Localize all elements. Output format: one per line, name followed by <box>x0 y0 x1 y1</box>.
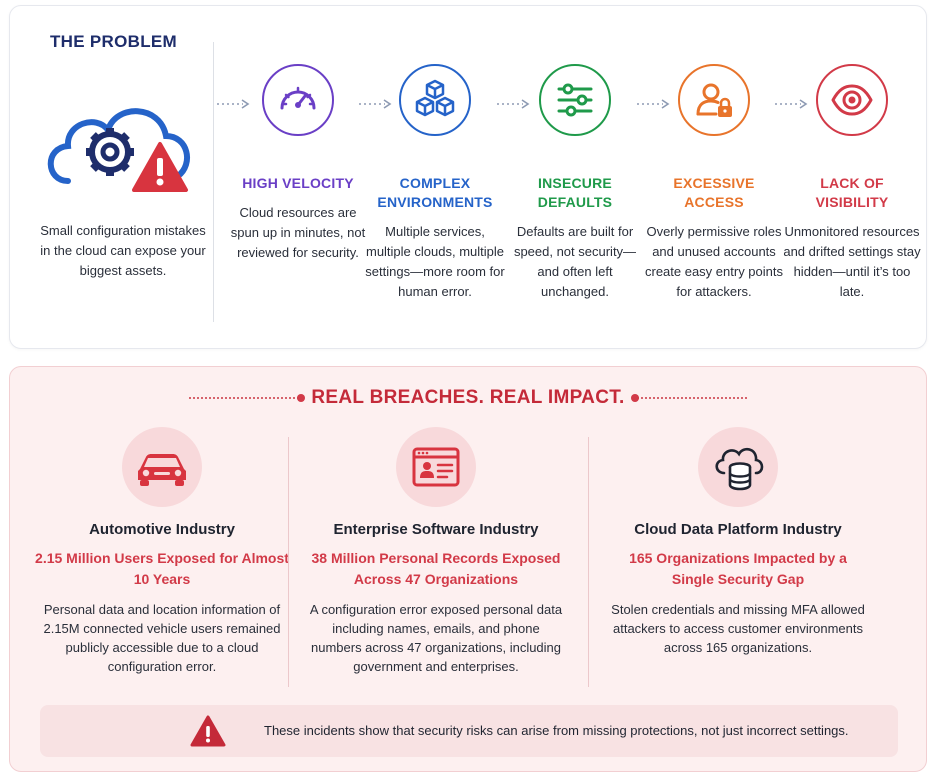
vertical-divider <box>213 42 214 322</box>
step-high-velocity: HIGH VELOCITY Cloud resources are spun u… <box>228 64 368 263</box>
problem-description: Small configuration mistakes in the clou… <box>40 223 206 278</box>
step-description: Defaults are built for speed, not securi… <box>513 224 637 299</box>
arrow-icon <box>359 99 392 109</box>
industry-name: Enterprise Software Industry <box>333 521 539 538</box>
problem-title: THE PROBLEM <box>50 32 178 51</box>
impact-stat: 165 Organizations Impacted by a Single S… <box>629 550 847 587</box>
step-title: COMPLEX ENVIRONMENTS <box>377 175 493 210</box>
step-title: INSECURE DEFAULTS <box>537 175 613 210</box>
step-title: EXCESSIVE ACCESS <box>673 175 755 210</box>
eye-icon <box>816 64 888 136</box>
breaches-heading: REAL BREACHES. REAL IMPACT. <box>10 387 926 409</box>
step-description: Cloud resources are spun up in minutes, … <box>230 205 366 260</box>
breach-description: Stolen credentials and missing MFA allow… <box>611 602 865 655</box>
breach-card-enterprise-software: Enterprise Software Industry 38 Million … <box>306 427 566 676</box>
step-description: Multiple services, multiple clouds, mult… <box>365 224 505 299</box>
breaches-title: REAL BREACHES. REAL IMPACT. <box>311 387 625 408</box>
step-complex-environments: COMPLEX ENVIRONMENTS Multiple services, … <box>365 64 505 302</box>
arrow-icon <box>775 99 808 109</box>
industry-name: Cloud Data Platform Industry <box>634 521 842 538</box>
profile-card-icon <box>396 427 476 507</box>
column-divider <box>588 437 589 687</box>
step-title: HIGH VELOCITY <box>242 175 354 191</box>
cloud-database-icon <box>698 427 778 507</box>
breaches-panel: REAL BREACHES. REAL IMPACT. Automotive I… <box>9 366 927 772</box>
arrow-icon <box>637 99 670 109</box>
warning-note: These incidents show that security risks… <box>40 705 898 757</box>
step-excessive-access: EXCESSIVE ACCESS Overly permissive roles… <box>644 64 784 302</box>
arrow-icon <box>217 99 250 109</box>
industry-name: Automotive Industry <box>89 521 235 538</box>
step-title: LACK OF VISIBILITY <box>815 175 889 210</box>
dotted-line-right <box>630 394 747 402</box>
breach-card-automotive: Automotive Industry 2.15 Million Users E… <box>32 427 292 676</box>
breach-description: A configuration error exposed personal d… <box>309 602 563 674</box>
step-description: Unmonitored resources and drifted settin… <box>783 224 921 299</box>
sliders-icon <box>539 64 611 136</box>
cubes-icon <box>399 64 471 136</box>
breach-description: Personal data and location information o… <box>43 602 281 674</box>
arrow-icon <box>497 99 530 109</box>
speedometer-icon <box>262 64 334 136</box>
user-lock-icon <box>678 64 750 136</box>
step-lack-of-visibility: LACK OF VISIBILITY Unmonitored resources… <box>782 64 922 302</box>
column-divider <box>288 437 289 687</box>
warning-icon <box>190 715 226 747</box>
impact-stat: 38 Million Personal Records Exposed Acro… <box>311 550 561 587</box>
cloud-gear-warning-icon <box>47 108 190 192</box>
breach-card-cloud-data-platform: Cloud Data Platform Industry 165 Organiz… <box>608 427 868 657</box>
dotted-line-left <box>189 394 306 402</box>
note-text: These incidents show that security risks… <box>264 723 849 738</box>
car-icon <box>122 427 202 507</box>
problem-panel: THE PROBLEM Small configuration mistakes… <box>9 5 927 349</box>
step-description: Overly permissive roles and unused accou… <box>644 224 784 299</box>
step-insecure-defaults: INSECURE DEFAULTS Defaults are built for… <box>505 64 645 302</box>
impact-stat: 2.15 Million Users Exposed for Almost 10… <box>35 550 289 587</box>
